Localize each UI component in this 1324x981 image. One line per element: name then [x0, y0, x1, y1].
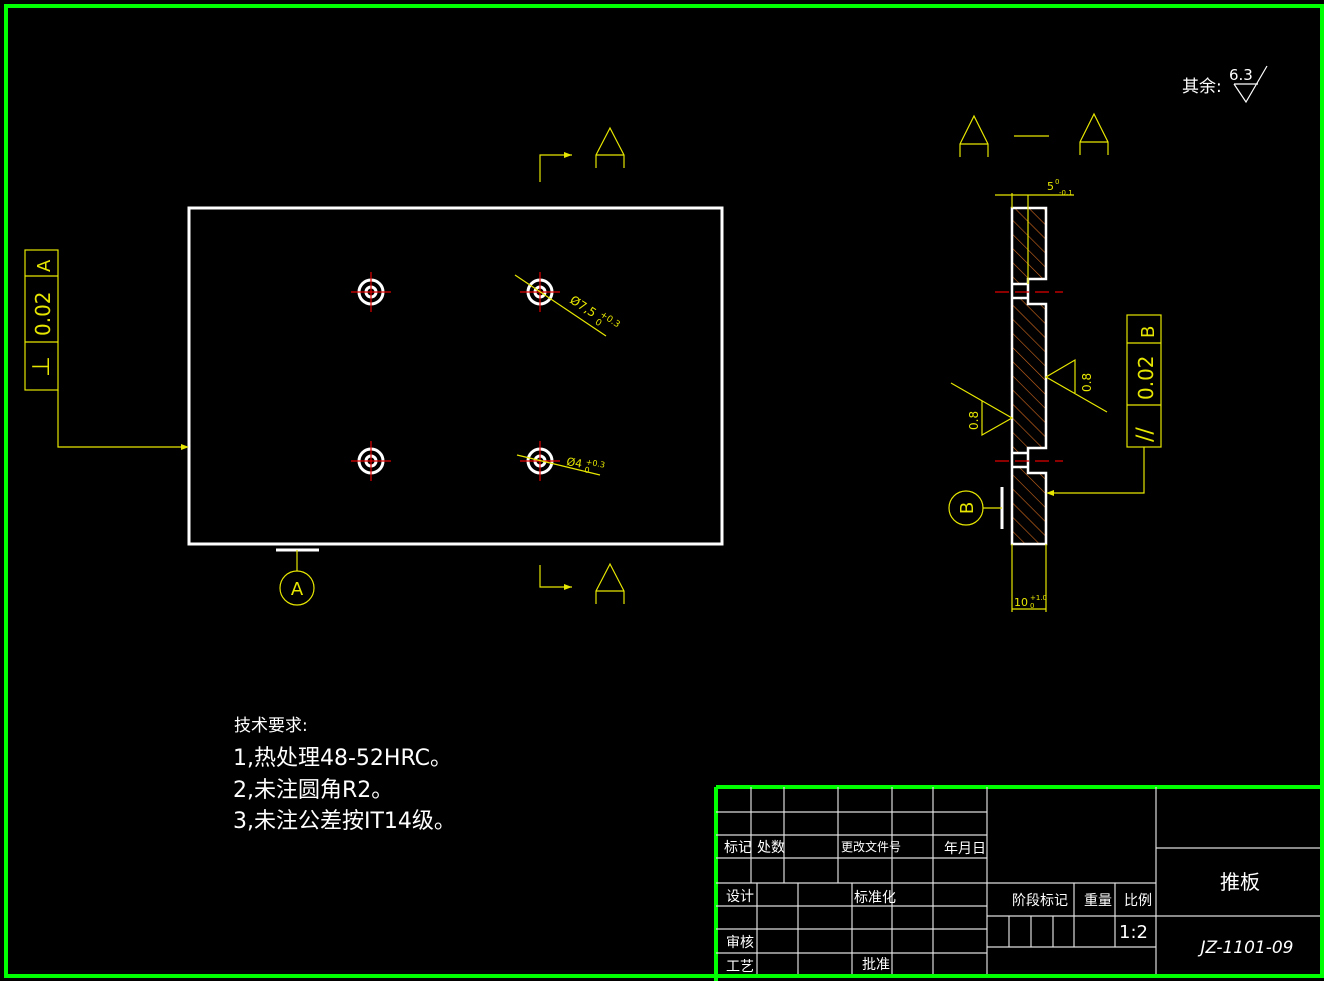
section-view-top-tol-up: 0: [1055, 178, 1059, 186]
title-block-change-doc: 更改文件号: [841, 839, 901, 854]
thickness-dimension-top: 5 0 -0.1: [995, 178, 1074, 284]
title-block-mark: 标记: [724, 840, 752, 856]
hole: [351, 441, 391, 481]
section-view-datum: B: [957, 502, 978, 514]
finish-label: 其余:: [1182, 77, 1222, 97]
title-block-scale: 1:2: [1119, 922, 1148, 943]
title-block-approve: 批准: [862, 957, 890, 973]
title-block-part-name: 推板: [1220, 870, 1260, 894]
hole-small-dimension: Ø4 +0.3 0: [565, 455, 606, 475]
title-block-standardization: 标准化: [854, 890, 896, 906]
title-block-design: 设计: [726, 889, 754, 905]
hole: [351, 272, 391, 312]
front-view-hole-large-dim: Ø7,5: [567, 293, 599, 320]
tech-requirements-items-1: 2,未注圆角R2。: [233, 778, 393, 803]
section-view-parallel-tol-datum: B: [1138, 326, 1159, 338]
finish-value: 6.3: [1229, 66, 1253, 84]
section-view-parallel-tol-value: 0.02: [1134, 355, 1158, 400]
section-view-bottom-tol-up: +1.0: [1030, 594, 1047, 602]
front-view-perp-tol-symbol: ⊥: [27, 356, 55, 377]
title-block-weight: 重量: [1084, 893, 1112, 909]
roughness-symbol-icon: [1233, 65, 1268, 104]
front-view-perp-tol-datum: A: [34, 259, 55, 272]
section-marker-top: [539, 126, 625, 182]
front-view-hole-small-tol-low: 0: [584, 465, 591, 475]
perpendicularity-tolerance-frame: ⊥ 0.02 A: [24, 249, 189, 450]
tech-requirements-items-0: 1,热处理48-52HRC。: [233, 746, 452, 771]
front-view-hole-large-tol-low: 0: [593, 317, 603, 329]
roughness-right: 0.8: [1044, 358, 1108, 413]
plate-front-view: [187, 206, 724, 546]
section-marker-bottom: [539, 562, 625, 604]
section-title: [959, 112, 1109, 157]
drawing-border: [4, 4, 1324, 978]
title-block-process: 工艺: [726, 959, 754, 975]
title-block-count: 处数: [757, 840, 785, 856]
roughness-left: 0.8: [950, 382, 1014, 437]
front-view-datum: A: [291, 579, 304, 600]
datum-b: B: [948, 487, 1004, 529]
technical-requirements: 技术要求: 1,热处理48-52HRC。 2,未注圆角R2。 3,未注公差按IT…: [233, 716, 456, 834]
section-view-roughness-right: 0.8: [1080, 373, 1094, 392]
section-view-bottom-tol-low: 0: [1030, 602, 1034, 610]
title-block-stage-mark: 阶段标记: [1012, 893, 1068, 909]
parallelism-tolerance-frame: // 0.02 B: [1046, 314, 1162, 496]
title-block-scale-label: 比例: [1124, 893, 1152, 909]
section-view-roughness-left: 0.8: [967, 411, 981, 430]
section-view-top-tol-low: -0.1: [1059, 189, 1073, 197]
front-view-perp-tol-value: 0.02: [31, 291, 55, 336]
title-block-drawing-no: JZ-1101-09: [1198, 938, 1294, 958]
holes: [351, 272, 560, 481]
front-view-hole-small-tol: +0.3: [585, 457, 606, 469]
title-block-review: 审核: [726, 935, 754, 951]
thickness-dimension-bottom: 10 +1.0 0: [1011, 544, 1047, 612]
section-view-bottom-dim: 10: [1014, 596, 1028, 609]
plate-section-view: [995, 206, 1063, 546]
title-block: 标记 处数 更改文件号 年月日 设计 标准化 审核 工艺 批准 阶段标记 重量 …: [714, 785, 1324, 981]
title-block-date: 年月日: [944, 841, 986, 857]
front-view-hole-small-dim: Ø4: [565, 455, 583, 471]
tech-requirements-items-2: 3,未注公差按IT14级。: [233, 809, 456, 834]
dim-leader-small: [516, 454, 601, 476]
general-surface-finish: 其余: 6.3: [1182, 65, 1268, 104]
dim-leader-large: [514, 274, 607, 337]
tech-requirements-title: 技术要求:: [234, 716, 308, 736]
section-view-top-dim: 5: [1047, 180, 1054, 193]
section-view-parallel-tol-symbol: //: [1133, 427, 1158, 442]
datum-a: A: [276, 548, 319, 606]
